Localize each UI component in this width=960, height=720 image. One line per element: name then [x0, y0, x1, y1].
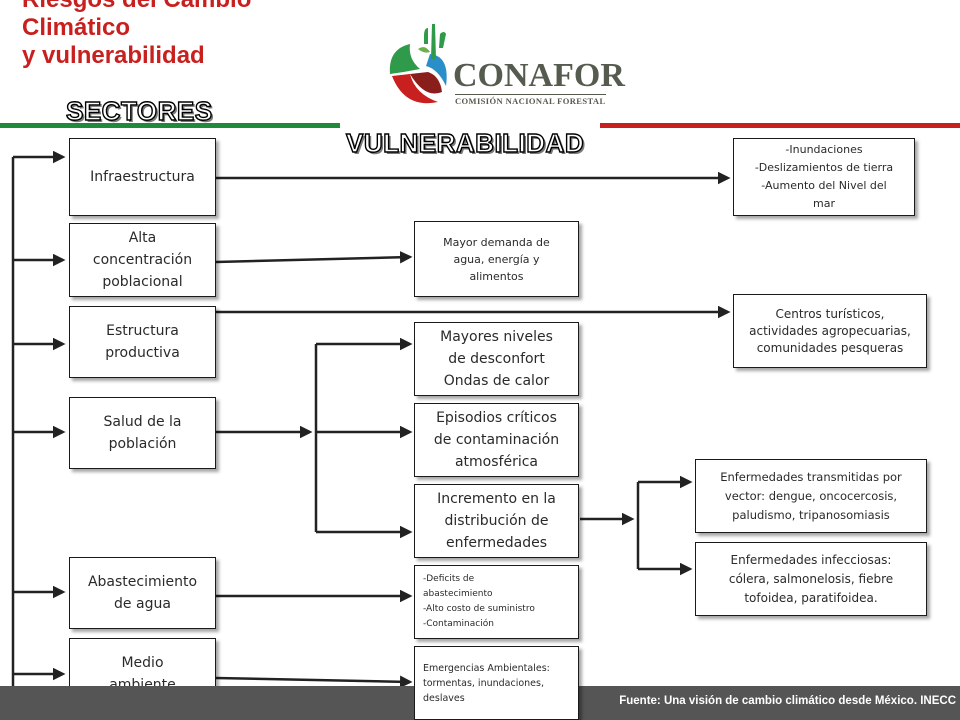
vuln-emergencias-ambientales: Emergencias Ambientales: tormentas, inun… [414, 646, 579, 720]
vuln-enfermedades-infecciosas: Enfermedades infecciosas: cólera, salmon… [695, 542, 927, 616]
title-line-3: y vulnerabilidad [22, 42, 205, 69]
sector-abastecimiento-agua: Abastecimiento de agua [69, 557, 216, 629]
conafor-logo [389, 24, 447, 104]
vuln-contaminacion: Episodios críticos de contaminación atmo… [414, 403, 579, 477]
logo-subtitle: COMISIÓN NACIONAL FORESTAL [455, 94, 606, 106]
red-stripe [600, 123, 960, 128]
vuln-inundaciones: -Inundaciones -Deslizamientos de tierra … [733, 138, 915, 216]
sector-estructura-productiva: Estructura productiva [69, 306, 216, 378]
logo-emblem-icon [389, 24, 447, 104]
sector-salud: Salud de la población [69, 397, 216, 469]
link-alta-demanda [215, 251, 413, 264]
title-line-1: Riesgos del Cambio [22, 0, 251, 14]
vuln-deficits-abastecimiento: -Deficits de abastecimiento -Alto costo … [414, 565, 579, 639]
footer-source: Fuente: Una visión de cambio climático d… [619, 695, 956, 707]
heading-vulnerabilidad: VULNERABILIDAD [345, 127, 585, 158]
sector-infraestructura: Infraestructura [69, 138, 216, 216]
logo-name: CONAFOR [453, 57, 625, 94]
vuln-incremento-enfermedades: Incremento en la distribución de enferme… [414, 484, 579, 558]
vuln-enfermedades-vector: Enfermedades transmitidas por vector: de… [695, 459, 927, 533]
vuln-desconfort: Mayores niveles de desconfort Ondas de c… [414, 322, 579, 396]
heading-sectores: SECTORES [65, 95, 213, 126]
sector-alta-concentracion: Alta concentración poblacional [69, 223, 216, 297]
title-line-2: Climático [22, 14, 131, 41]
link-medio-emergencias [215, 675, 413, 689]
green-stripe [0, 123, 340, 128]
page-title: Riesgos del Cambio Climático y vulnerabi… [22, 0, 251, 70]
vuln-mayor-demanda: Mayor demanda de agua, energía y aliment… [414, 221, 579, 297]
vuln-centros-turisticos: Centros turísticos, actividades agropecu… [733, 294, 927, 368]
